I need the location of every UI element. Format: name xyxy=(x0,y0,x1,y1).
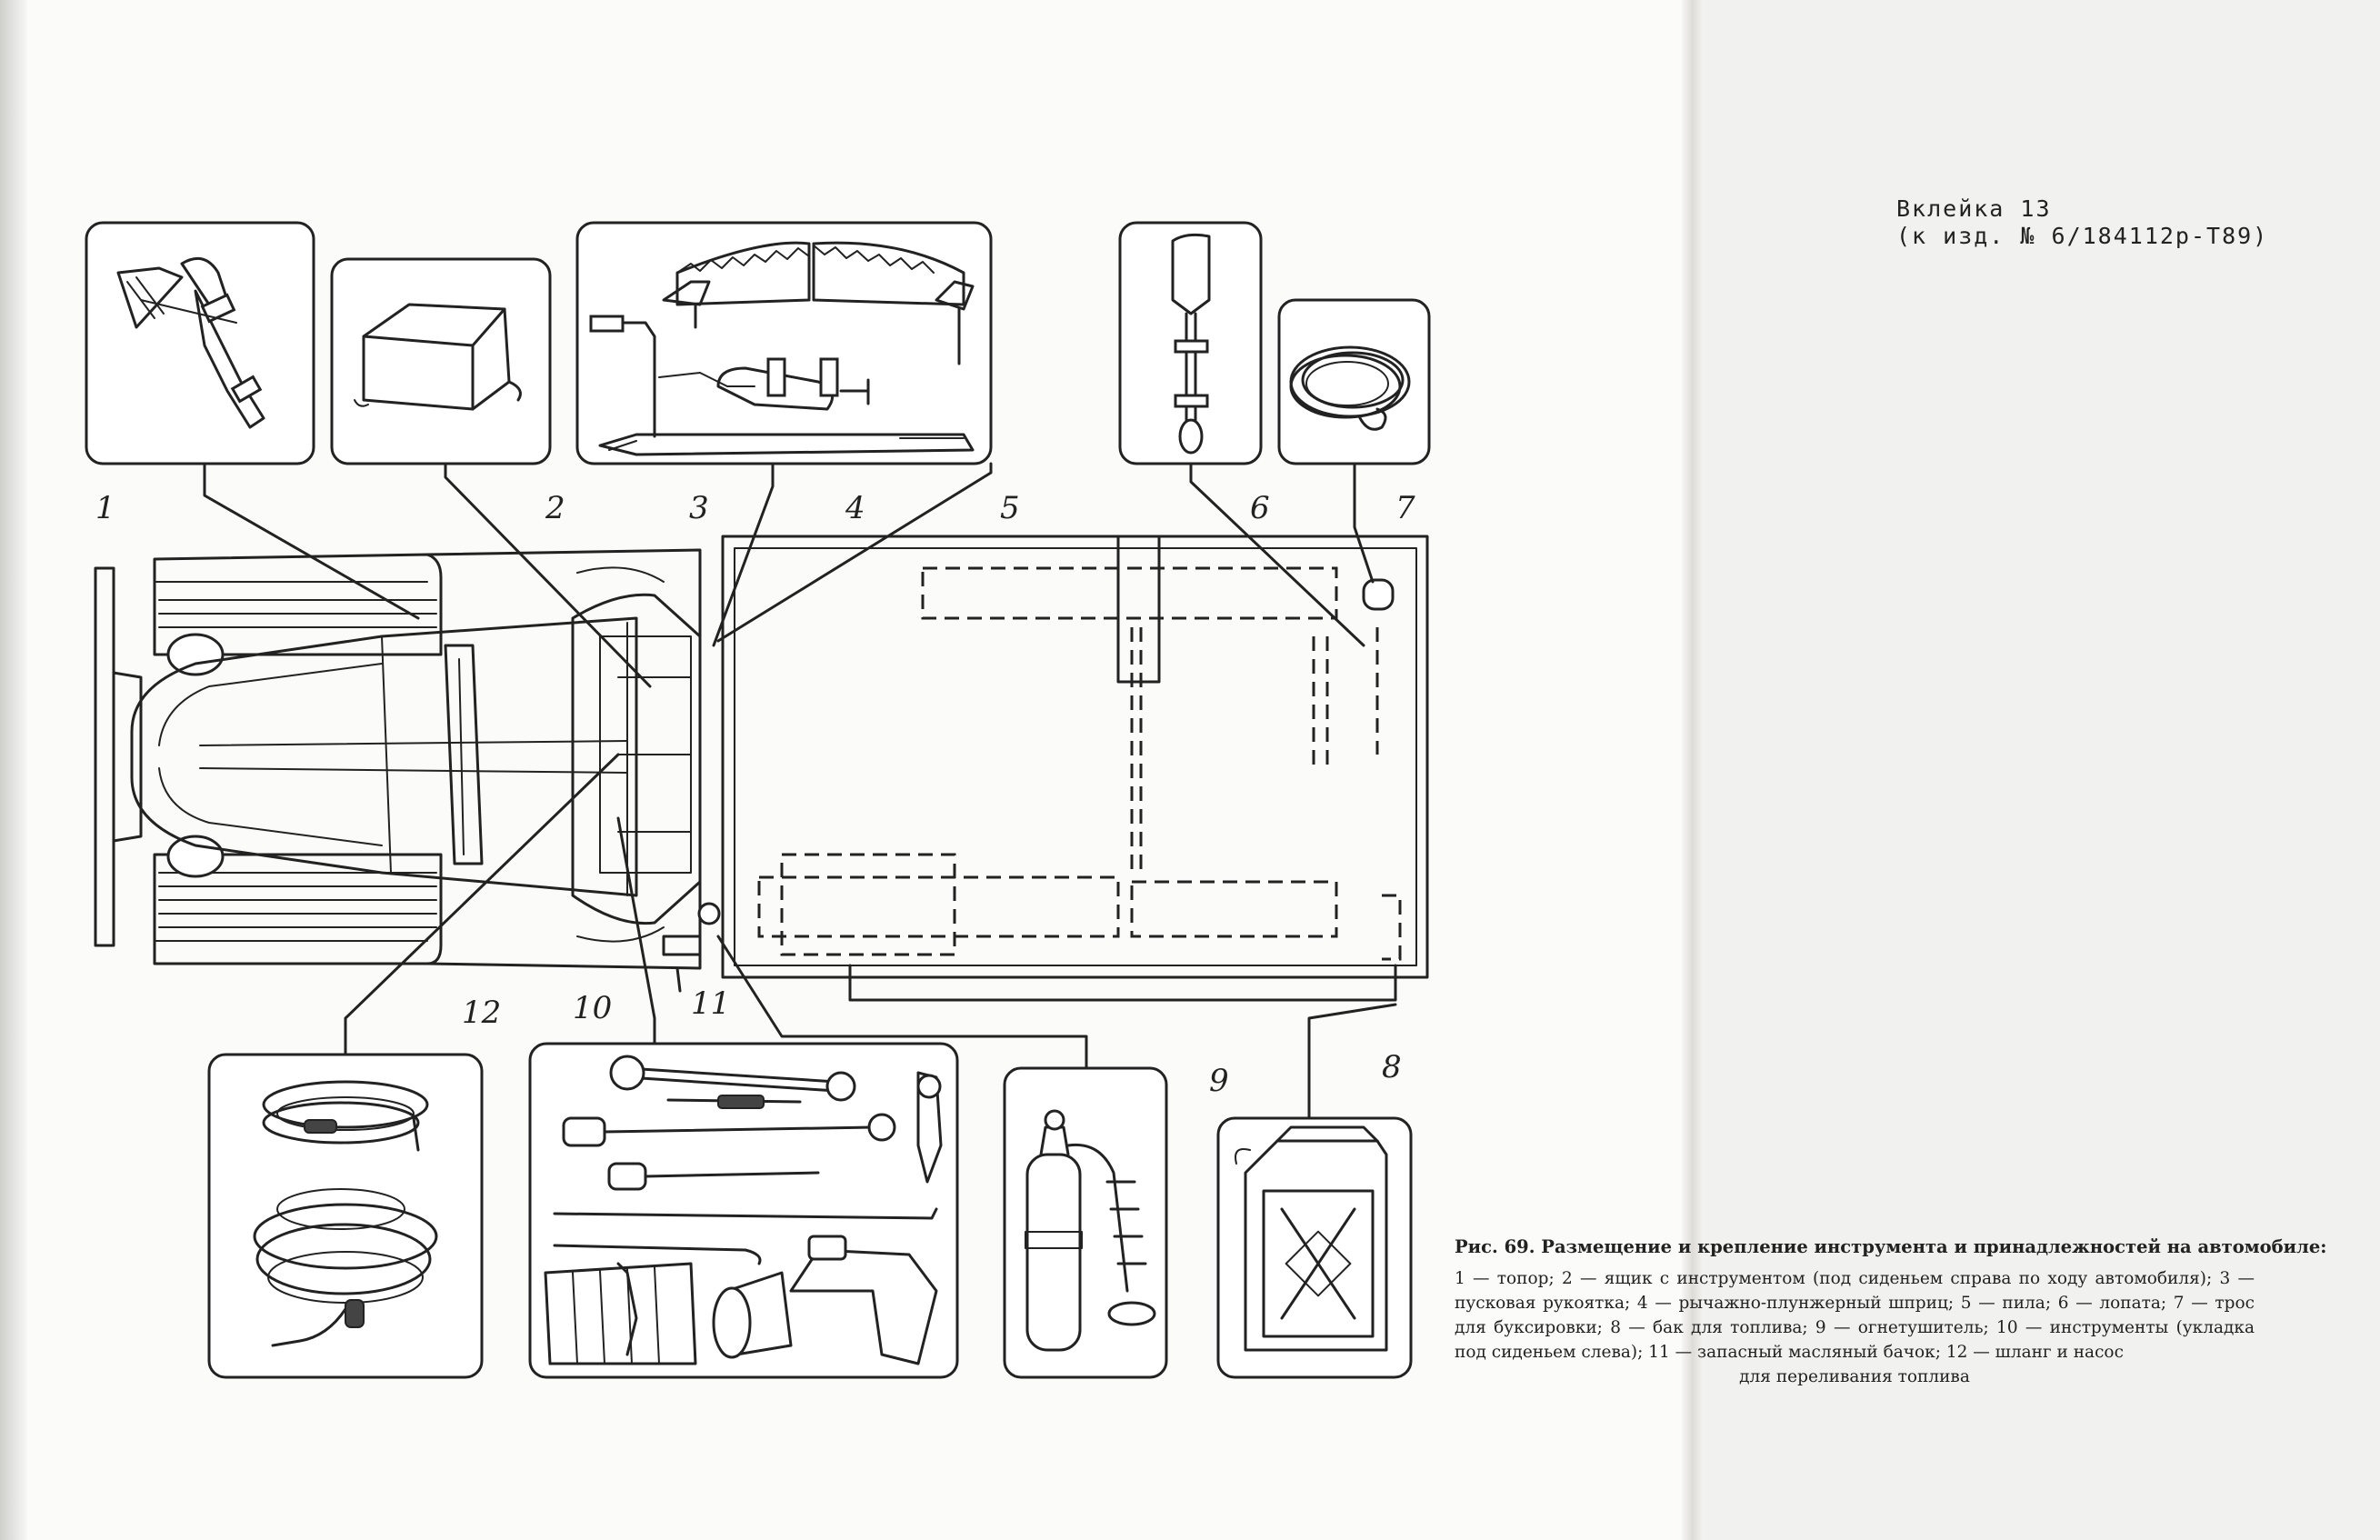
callout-12: 12 xyxy=(462,995,501,1031)
figure-caption: Рис. 69. Размещение и крепление инструме… xyxy=(1455,1236,2327,1389)
callout-8: 8 xyxy=(1382,1049,1402,1085)
caption-body: 1 — топор; 2 — ящик с инструментом (под … xyxy=(1455,1269,2255,1362)
callout-3: 3 xyxy=(689,490,709,526)
caption-last-line: для переливания топлива xyxy=(1739,1367,1970,1386)
callout-6: 6 xyxy=(1250,490,1270,526)
callout-11: 11 xyxy=(691,985,730,1022)
panel-tool-kit xyxy=(528,1042,959,1379)
callout-5: 5 xyxy=(1000,490,1020,526)
caption-title: Рис. 69. Размещение и крепление инструме… xyxy=(1455,1236,2327,1257)
callout-2: 2 xyxy=(545,490,565,526)
callout-9: 9 xyxy=(1209,1063,1229,1099)
panel-toolbox xyxy=(330,257,552,465)
callout-4: 4 xyxy=(845,490,865,526)
panel-crank-syringe-saw xyxy=(575,221,993,465)
panel-fuel-can xyxy=(1216,1116,1413,1379)
callout-7: 7 xyxy=(1395,490,1415,526)
leader-lines xyxy=(203,462,1397,1120)
page-fold xyxy=(1682,0,1704,1540)
insert-label-line1: Вклейка 13 xyxy=(1896,195,2052,222)
insert-label: Вклейка 13 (к изд. № 6/184112р-Т89) xyxy=(1896,195,2268,250)
callout-numbers: 1 2 3 4 5 6 7 8 9 10 11 12 xyxy=(95,490,1415,1099)
panel-hose-pump xyxy=(207,1053,484,1379)
panel-tow-rope xyxy=(1277,298,1431,465)
page-edge-shadow xyxy=(0,0,27,1540)
callout-10: 10 xyxy=(573,990,612,1026)
callout-1: 1 xyxy=(95,490,115,526)
panel-extinguisher xyxy=(1003,1066,1168,1379)
right-page xyxy=(1693,0,2380,1540)
panel-axe xyxy=(85,221,315,465)
insert-label-line2: (к изд. № 6/184112р-Т89) xyxy=(1896,223,2269,249)
panel-shovel xyxy=(1118,221,1263,465)
truck-top-view xyxy=(94,535,1429,1002)
